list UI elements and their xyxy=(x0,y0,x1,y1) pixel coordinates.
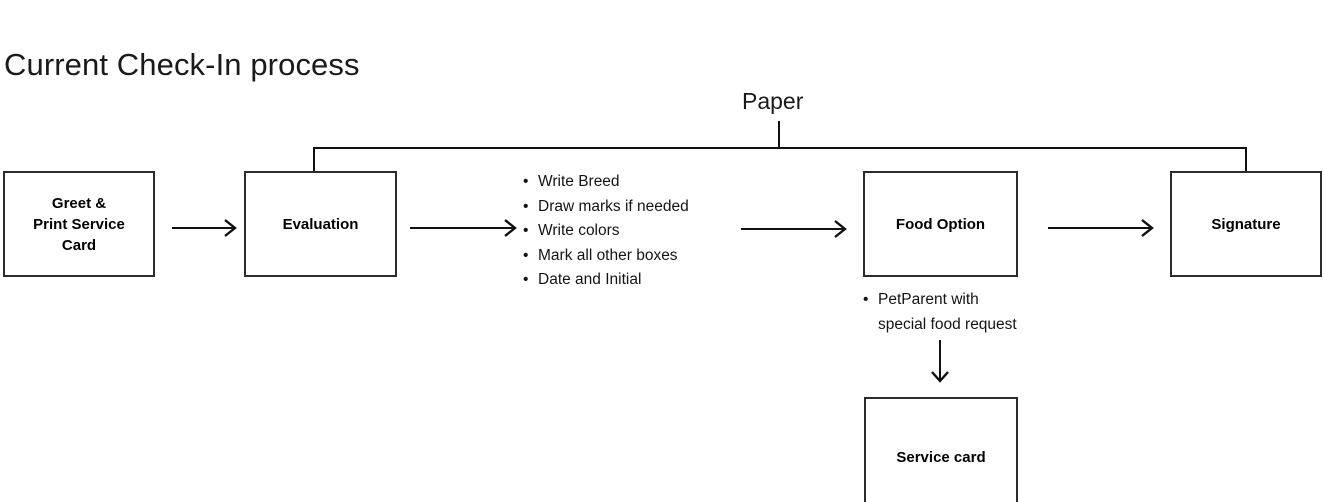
node-service-card-label: Service card xyxy=(896,448,986,466)
node-service-card[interactable]: Service card xyxy=(864,397,1018,502)
page-title: Current Check-In process xyxy=(4,47,360,82)
paper-group-bracket xyxy=(313,147,1247,172)
food-option-note-line-1: PetParent with xyxy=(863,288,1063,313)
list-item: Draw marks if needed xyxy=(523,195,733,220)
paper-group-label: Paper xyxy=(742,88,804,114)
node-greet-print-service-card-label: Greet & Print Service Card xyxy=(33,194,125,254)
paper-group-stem xyxy=(778,121,780,148)
node-food-option-label: Food Option xyxy=(895,215,986,233)
list-item: Mark all other boxes xyxy=(523,244,733,269)
list-item: Write colors xyxy=(523,219,733,244)
node-evaluation[interactable]: Evaluation xyxy=(244,171,397,277)
node-greet-print-service-card[interactable]: Greet & Print Service Card xyxy=(3,171,155,277)
arrow-food-note-to-service-card xyxy=(929,340,951,384)
arrow-evaluation-to-tasks xyxy=(410,217,518,239)
food-option-note-line-2: special food request xyxy=(878,315,1017,333)
node-signature[interactable]: Signature xyxy=(1170,171,1322,277)
food-option-note: PetParent with special food request xyxy=(863,288,1063,337)
arrow-food-option-to-signature xyxy=(1048,217,1155,239)
evaluation-task-list: Write Breed Draw marks if needed Write c… xyxy=(523,170,733,293)
list-item: Write Breed xyxy=(523,170,733,195)
arrow-greet-to-evaluation xyxy=(172,217,238,239)
node-signature-label: Signature xyxy=(1211,215,1281,233)
node-food-option[interactable]: Food Option xyxy=(863,171,1018,277)
arrow-tasks-to-food-option xyxy=(741,218,848,240)
list-item: Date and Initial xyxy=(523,268,733,293)
node-evaluation-label: Evaluation xyxy=(282,215,359,233)
